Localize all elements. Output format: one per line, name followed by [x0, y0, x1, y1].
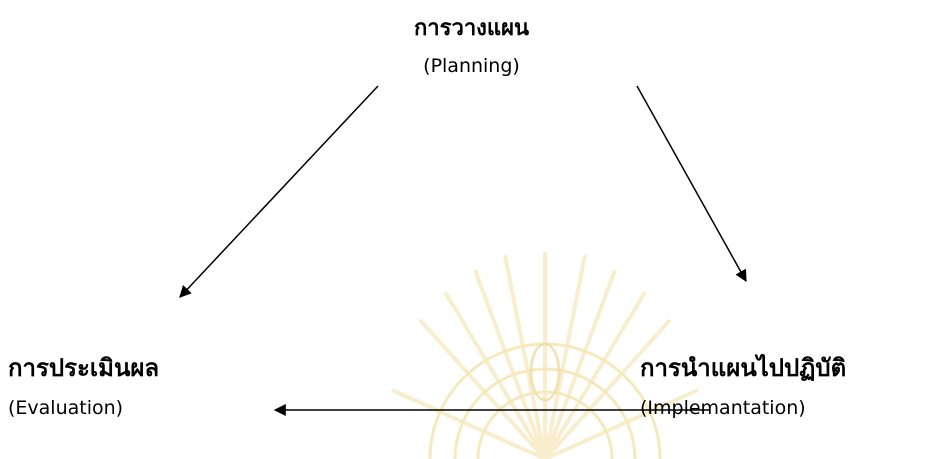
evaluation-thai-label: การประเมินผล: [8, 354, 160, 382]
implementation-thai-label: การนำแผนไปปฏิบัติ: [640, 354, 847, 382]
implementation-english-label: (Implemantation): [640, 397, 806, 419]
arrow-planning-to-implementation: [636, 85, 747, 283]
evaluation-node: การประเมินผล (Evaluation): [8, 348, 159, 419]
implementation-node: การนำแผนไปปฏิบัติ (Implemantation): [640, 348, 846, 419]
arrow-planning-to-evaluation: [179, 85, 379, 298]
planning-node: การวางแผน (Planning): [0, 10, 943, 77]
planning-english-label: (Planning): [423, 55, 520, 77]
evaluation-english-label: (Evaluation): [8, 397, 124, 419]
planning-thai-label: การวางแผน: [413, 16, 530, 41]
